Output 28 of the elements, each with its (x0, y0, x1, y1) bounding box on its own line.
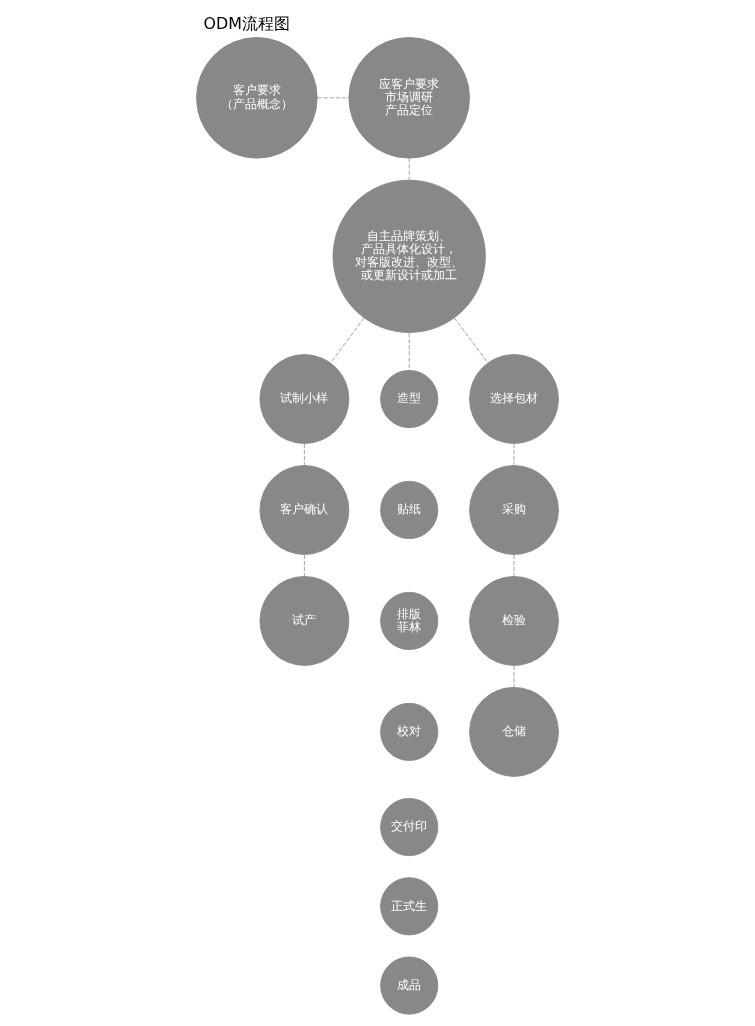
node-circle: 正式生 (380, 876, 439, 935)
connector (316, 96, 350, 98)
connector (303, 442, 305, 466)
node-circle: 采购 (469, 464, 559, 555)
connector (408, 331, 410, 371)
connector (408, 157, 410, 180)
node-circle: 自主品牌策划、产品具体化设计，对客版改进、改型、或更新设计或加工 (332, 179, 486, 333)
connector (513, 664, 515, 688)
node-circle: 试产 (259, 575, 350, 666)
node-circle: 校对 (380, 702, 439, 761)
connector (303, 553, 305, 577)
node-circle: 排版菲林 (380, 591, 439, 650)
node-circle: 选择包材 (469, 353, 559, 444)
node-circle: 贴纸 (380, 480, 439, 539)
connector (330, 316, 365, 363)
node-circle: 客户确认 (259, 464, 350, 555)
node-circle: 检验 (469, 575, 559, 666)
node-circle: 应客户要求市场调研产品定位 (348, 36, 470, 159)
connector (453, 316, 489, 363)
node-circle: 成品 (380, 955, 439, 1015)
node-circle: 试制小样 (259, 353, 350, 444)
node-circle: 仓储 (469, 686, 559, 777)
node-circle: 交付印 (380, 797, 439, 856)
diagram-title: ODM流程图 (203, 13, 290, 33)
connector (513, 442, 515, 466)
connector (513, 553, 515, 577)
node-circle: 客户要求（产品概念） (196, 36, 318, 159)
node-circle: 造型 (380, 369, 439, 428)
